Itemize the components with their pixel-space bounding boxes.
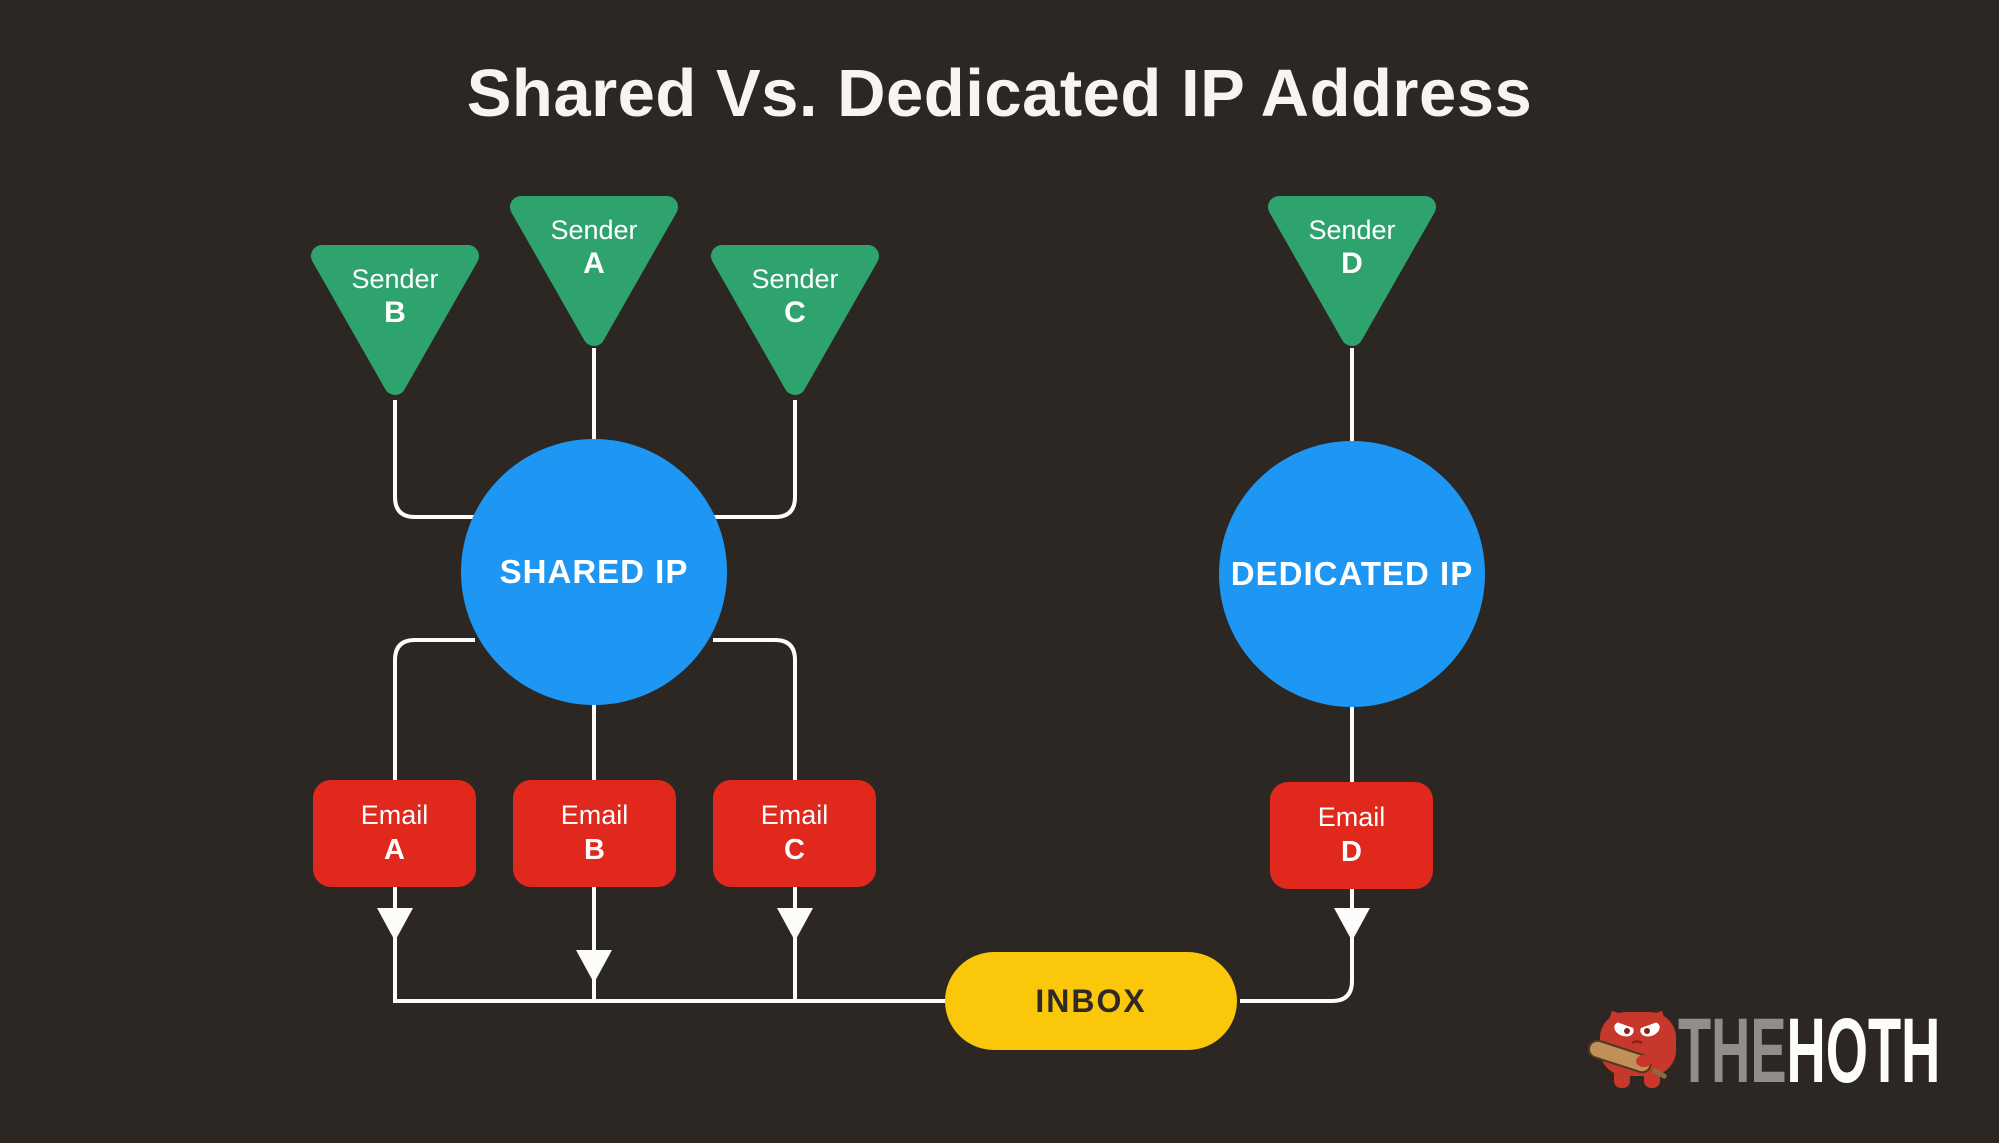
sender-letter: A: [583, 247, 605, 280]
sender-triangle-icon: [510, 196, 678, 346]
email-letter: C: [784, 833, 805, 866]
dedicated-ip-label: DEDICATED IP: [1230, 555, 1474, 592]
email-letter: B: [584, 833, 605, 866]
sender-letter: C: [784, 296, 806, 329]
email-label: Email: [760, 799, 829, 830]
email-c-node: Email C: [713, 780, 876, 887]
email-a-node: Email A: [313, 780, 476, 887]
sender-triangle-icon: [311, 245, 479, 395]
dedicated-ip-node: DEDICATED IP: [1219, 441, 1485, 707]
wire-senderC-sharedip: [705, 400, 797, 519]
shared-ip-node: SHARED IP: [461, 439, 727, 705]
sender-label: Sender: [550, 215, 638, 245]
sender-label: Sender: [351, 264, 439, 294]
wire-sharedip-emailA: [393, 638, 475, 784]
wire-emailA-inbox: [393, 887, 950, 1003]
page-title: Shared Vs. Dedicated IP Address: [466, 56, 1533, 131]
sender-a-node: Sender A: [505, 195, 683, 351]
email-letter: D: [1341, 835, 1362, 868]
inbox-label: INBOX: [1035, 982, 1147, 1019]
arrowhead-emailA-icon: [377, 908, 413, 941]
sender-label: Sender: [1308, 215, 1396, 245]
email-d-node: Email D: [1270, 782, 1433, 889]
sender-triangle-icon: [711, 245, 879, 395]
email-label: Email: [560, 799, 629, 830]
sender-letter: B: [384, 296, 406, 329]
wire-emailD-inbox: [1240, 887, 1354, 1003]
sender-label: Sender: [751, 264, 839, 294]
sender-d-node: Sender D: [1263, 195, 1441, 351]
logo-hoth: HOTH: [1786, 1000, 1941, 1102]
arrowhead-emailD-icon: [1334, 908, 1370, 941]
shared-ip-label: SHARED IP: [499, 553, 689, 590]
wire-senderB-sharedip: [393, 400, 485, 519]
sender-letter: D: [1341, 247, 1363, 280]
email-letter: A: [384, 833, 405, 866]
sender-triangle-icon: [1268, 196, 1436, 346]
hoth-monster-icon: [1587, 1010, 1676, 1088]
email-b-node: Email B: [513, 780, 676, 887]
inbox-node: INBOX: [945, 952, 1237, 1050]
email-label: Email: [1317, 801, 1386, 832]
logo-the: THE: [1678, 1000, 1787, 1102]
arrowhead-emailC-icon: [777, 908, 813, 941]
email-label: Email: [360, 799, 429, 830]
sender-c-node: Sender C: [706, 244, 884, 400]
arrowhead-emailB-icon: [576, 950, 612, 983]
wire-sharedip-emailC: [713, 638, 797, 784]
sender-b-node: Sender B: [306, 244, 484, 400]
